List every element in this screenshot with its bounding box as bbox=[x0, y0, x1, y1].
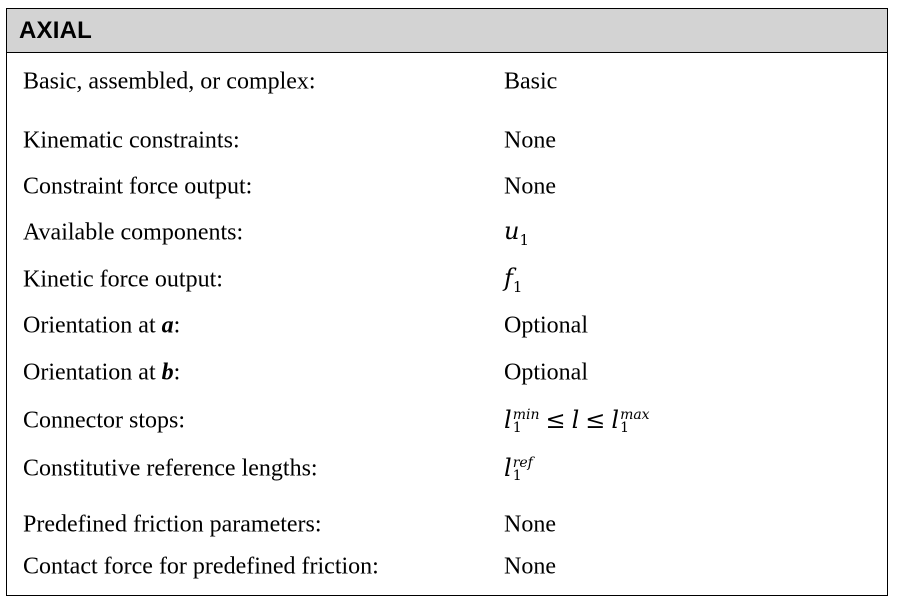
table-header: AXIAL bbox=[7, 9, 887, 53]
row-value: None bbox=[504, 553, 556, 580]
row-value: Optional bbox=[504, 359, 588, 386]
row-value: None bbox=[504, 511, 556, 538]
table-row: Available components: u1 bbox=[7, 213, 887, 253]
row-value-math: u1 bbox=[504, 217, 530, 249]
table-row: Constraint force output: None bbox=[7, 167, 887, 207]
row-label: Kinematic constraints: bbox=[23, 127, 240, 154]
row-value: None bbox=[504, 173, 556, 200]
table-row: Contact force for predefined friction: N… bbox=[7, 547, 887, 587]
row-label: Orientation at b: bbox=[23, 359, 181, 386]
row-label: Constraint force output: bbox=[23, 173, 253, 200]
table-title: AXIAL bbox=[19, 16, 92, 44]
row-value: Optional bbox=[504, 312, 588, 339]
row-label: Predefined friction parameters: bbox=[23, 511, 322, 538]
row-label: Basic, assembled, or complex: bbox=[23, 68, 316, 95]
table-row: Predefined friction parameters: None bbox=[7, 505, 887, 545]
row-value: Basic bbox=[504, 68, 558, 95]
connector-table: AXIAL Basic, assembled, or complex: Basi… bbox=[6, 8, 888, 596]
row-label: Orientation at a: bbox=[23, 312, 181, 339]
row-label: Available components: bbox=[23, 219, 244, 246]
row-label: Kinetic force output: bbox=[23, 266, 223, 293]
row-label: Contact force for predefined friction: bbox=[23, 553, 379, 580]
table-row: Kinetic force output: f1 bbox=[7, 260, 887, 300]
row-value-math: f1 bbox=[504, 264, 523, 296]
table-row: Basic, assembled, or complex: Basic bbox=[7, 62, 887, 102]
row-value: None bbox=[504, 127, 556, 154]
row-label: Connector stops: bbox=[23, 407, 185, 434]
row-label: Constitutive reference lengths: bbox=[23, 455, 318, 482]
table-row: Kinematic constraints: None bbox=[7, 121, 887, 161]
table-row: Orientation at a: Optional bbox=[7, 306, 887, 346]
table-row: Orientation at b: Optional bbox=[7, 353, 887, 393]
